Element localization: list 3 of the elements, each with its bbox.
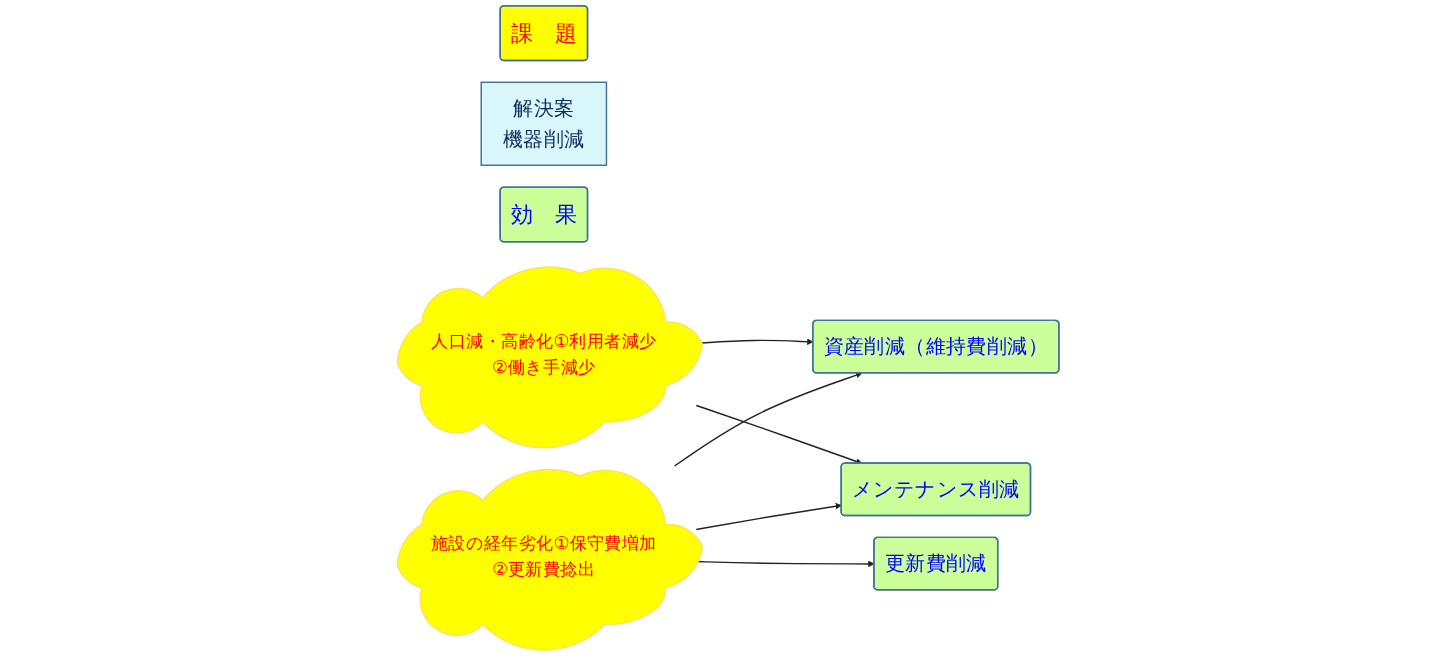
arrow bbox=[695, 404, 863, 465]
arrow bbox=[673, 372, 863, 467]
node-box: 解決案 機器削減 bbox=[480, 81, 607, 166]
